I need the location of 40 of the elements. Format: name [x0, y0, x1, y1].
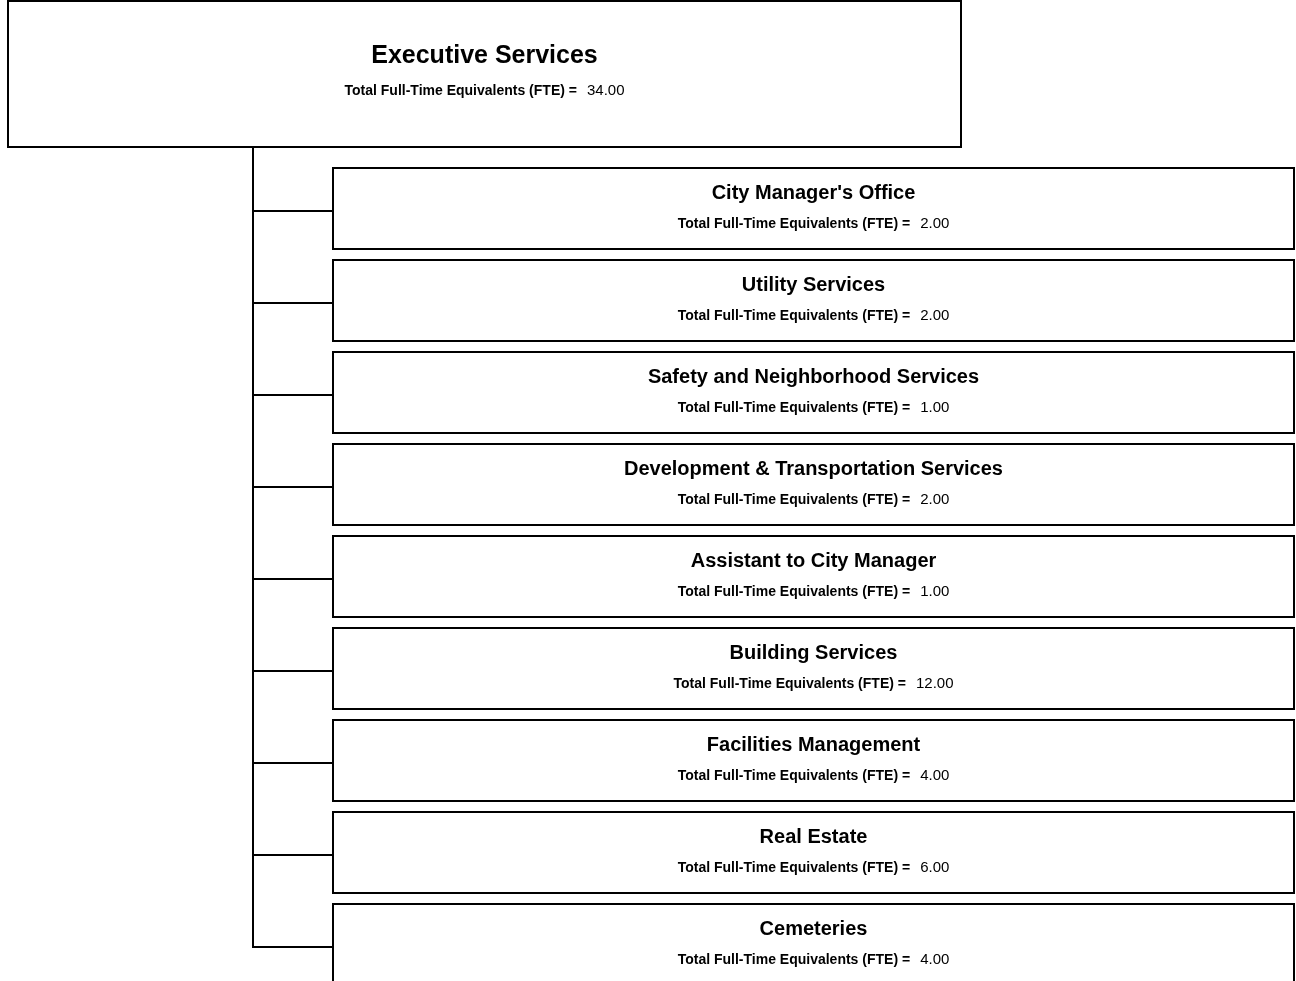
- fte-value: 2.00: [920, 490, 950, 507]
- org-unit-box: [332, 167, 1295, 250]
- unit-name: Real Estate: [759, 825, 868, 848]
- fte-value: 6.00: [920, 858, 950, 875]
- unit-name: Development & Transportation Services: [624, 457, 1003, 480]
- fte-label: Total Full-Time Equivalents (FTE) =: [677, 859, 911, 875]
- org-unit-box: [332, 259, 1295, 342]
- unit-name: City Manager's Office: [711, 181, 916, 204]
- org-unit-box: [332, 351, 1295, 434]
- fte-value: 4.00: [920, 950, 950, 967]
- org-unit-box: [332, 719, 1295, 802]
- org-unit-box: [332, 811, 1295, 894]
- unit-name: Building Services: [729, 641, 898, 664]
- unit-name: Assistant to City Manager: [690, 549, 937, 572]
- unit-name: Cemeteries: [759, 917, 868, 940]
- fte-label: Total Full-Time Equivalents (FTE) =: [677, 215, 911, 231]
- fte-label: Total Full-Time Equivalents (FTE) =: [673, 675, 906, 691]
- fte-value: 1.00: [920, 582, 950, 599]
- fte-label: Total Full-Time Equivalents (FTE) =: [677, 307, 911, 323]
- org-unit-box: [332, 443, 1295, 526]
- fte-label: Total Full-Time Equivalents (FTE) =: [344, 82, 577, 98]
- fte-value: 2.00: [920, 306, 950, 323]
- unit-name: Safety and Neighborhood Services: [647, 365, 980, 388]
- org-unit-box: [332, 627, 1295, 710]
- fte-value: 1.00: [920, 398, 950, 415]
- unit-name: Utility Services: [741, 273, 886, 296]
- fte-label: Total Full-Time Equivalents (FTE) =: [677, 583, 911, 599]
- unit-name: Facilities Management: [706, 733, 921, 756]
- org-unit-box: [7, 0, 962, 148]
- org-unit-box: [332, 903, 1295, 981]
- fte-value: 4.00: [920, 766, 950, 783]
- fte-label: Total Full-Time Equivalents (FTE) =: [677, 491, 911, 507]
- org-unit-box: [332, 535, 1295, 618]
- fte-value: 12.00: [915, 674, 954, 691]
- fte-label: Total Full-Time Equivalents (FTE) =: [677, 951, 911, 967]
- fte-value: 2.00: [920, 214, 950, 231]
- unit-name: Executive Services: [371, 40, 598, 69]
- fte-label: Total Full-Time Equivalents (FTE) =: [677, 399, 911, 415]
- fte-value: 34.00: [586, 81, 625, 98]
- fte-label: Total Full-Time Equivalents (FTE) =: [677, 767, 911, 783]
